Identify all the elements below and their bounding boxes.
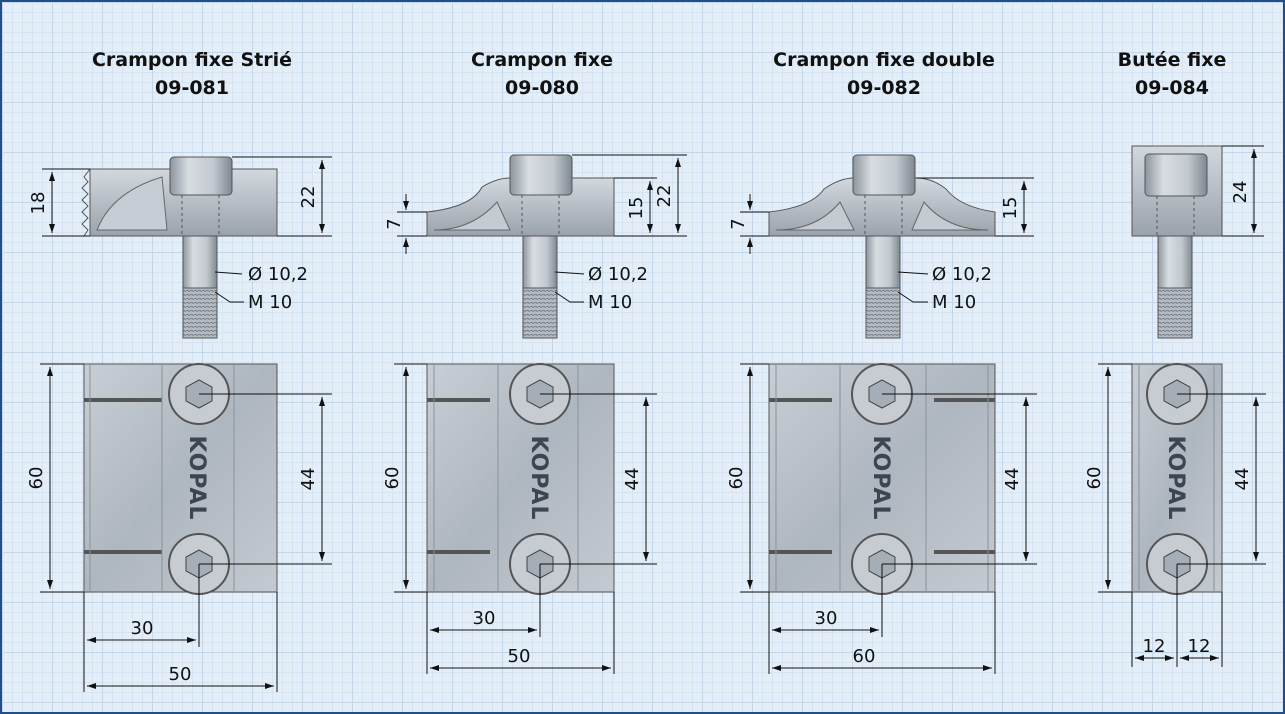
product-name: Crampon fixe <box>471 49 613 71</box>
product-code: 09-084 <box>1135 77 1209 99</box>
side-view-09-081 <box>81 156 278 339</box>
dim-spacing: 44 <box>298 468 319 491</box>
dim-width: 50 <box>169 664 192 685</box>
dim-thread: M 10 <box>588 292 632 313</box>
top-dimensions-09-080 <box>394 363 657 674</box>
brand-logo: KOPAL <box>1163 436 1188 521</box>
product-name: Crampon fixe double <box>773 49 995 71</box>
brand-logo: KOPAL <box>184 436 209 521</box>
brand-logo: KOPAL <box>868 436 893 521</box>
dim-thread: M 10 <box>932 292 976 313</box>
side-dimensions-09-081 <box>42 156 332 303</box>
product-code: 09-081 <box>155 77 229 99</box>
product-title-09-080: Crampon fixe 09-080 <box>412 46 672 102</box>
dim-diameter: Ø 10,2 <box>248 264 308 285</box>
dim-half-right: 12 <box>1188 636 1211 657</box>
side-dimensions-09-082 <box>740 177 1034 303</box>
dim-total: 24 <box>1230 181 1251 204</box>
side-view-09-084 <box>1131 145 1223 339</box>
dim-height: 18 <box>28 192 49 215</box>
top-view-09-084: KOPAL <box>1131 363 1223 595</box>
dim-width: 50 <box>508 646 531 667</box>
dim-body: 15 <box>626 197 647 220</box>
dim-offset: 30 <box>131 618 154 639</box>
brand-logo: KOPAL <box>526 436 551 521</box>
side-view-09-080 <box>426 154 615 339</box>
dim-width: 60 <box>853 646 876 667</box>
product-title-09-084: Butée fixe 09-084 <box>1042 46 1283 102</box>
dim-height: 60 <box>726 467 747 490</box>
top-dimensions-09-084 <box>1098 363 1266 667</box>
dim-total: 22 <box>654 185 675 208</box>
dim-half-left: 12 <box>1143 636 1166 657</box>
dim-offset: 30 <box>815 608 838 629</box>
dim-spacing: 44 <box>1002 468 1023 491</box>
dim-spacing: 44 <box>622 468 643 491</box>
top-dimensions-09-081 <box>40 363 332 692</box>
top-view-09-080: KOPAL <box>426 363 615 595</box>
dim-spacing: 44 <box>1232 468 1253 491</box>
side-view-09-082 <box>768 154 996 339</box>
dim-lip: 7 <box>384 218 405 229</box>
dim-lip: 7 <box>728 218 749 229</box>
dim-body: 15 <box>1000 197 1021 220</box>
product-code: 09-080 <box>505 77 579 99</box>
side-dimensions-09-080 <box>397 154 687 303</box>
top-dimensions-09-082 <box>740 363 1037 674</box>
product-code: 09-082 <box>847 77 921 99</box>
top-view-09-081: KOPAL <box>83 363 278 595</box>
dim-offset: 30 <box>473 608 496 629</box>
dim-total: 22 <box>298 186 319 209</box>
side-dimensions-09-084 <box>1222 145 1264 237</box>
dim-diameter: Ø 10,2 <box>588 264 648 285</box>
product-title-09-081: Crampon fixe Strié 09-081 <box>62 46 322 102</box>
dim-height: 60 <box>1084 467 1105 490</box>
dim-height: 60 <box>26 467 47 490</box>
dim-height: 60 <box>382 467 403 490</box>
product-name: Butée fixe <box>1117 49 1227 71</box>
product-title-09-082: Crampon fixe double 09-082 <box>754 46 1014 102</box>
top-view-09-082: KOPAL <box>768 363 996 595</box>
dim-diameter: Ø 10,2 <box>932 264 992 285</box>
product-name: Crampon fixe Strié <box>91 49 293 71</box>
dim-thread: M 10 <box>248 292 292 313</box>
